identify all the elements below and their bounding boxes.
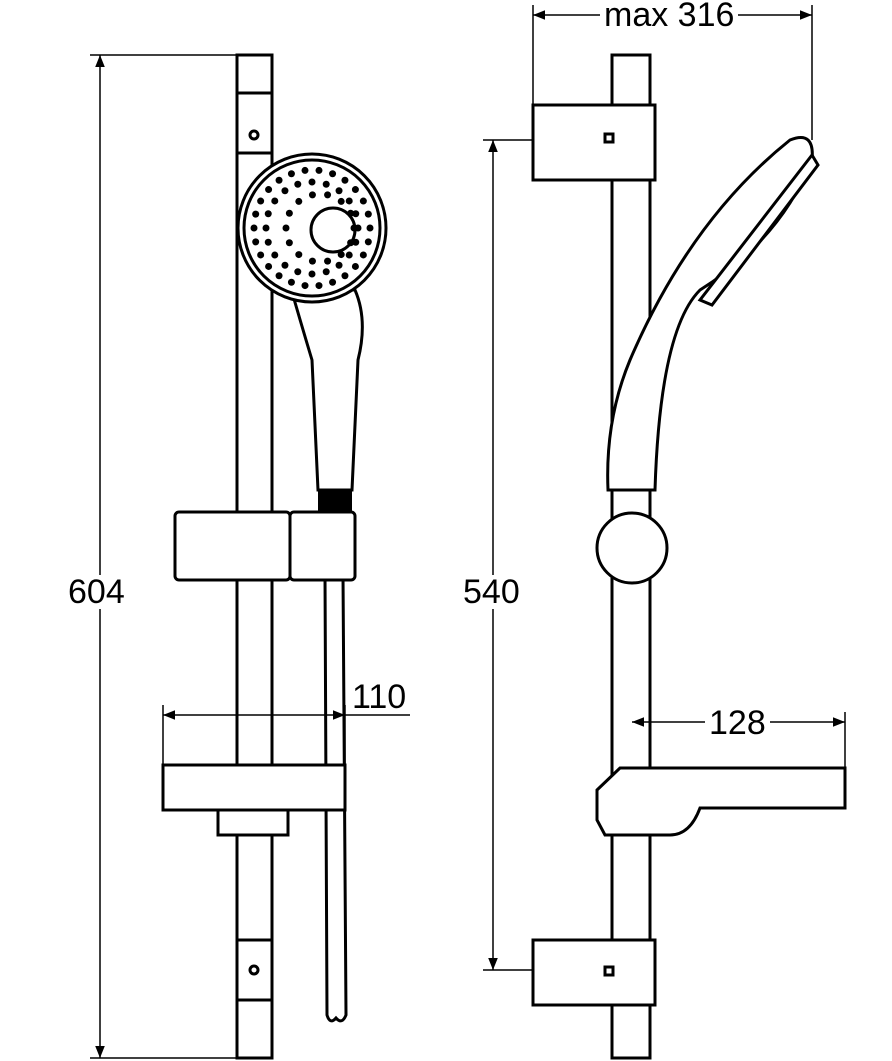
nozzle-dot bbox=[341, 272, 349, 280]
nozzle-dot bbox=[352, 210, 360, 218]
nozzle-dot bbox=[282, 224, 290, 232]
front-view bbox=[90, 53, 410, 1060]
nozzle-dot bbox=[308, 178, 316, 186]
nozzle-dot bbox=[264, 210, 272, 218]
nozzle-dot bbox=[341, 176, 349, 184]
nozzle-dot bbox=[308, 270, 316, 278]
nozzle-dot bbox=[337, 251, 345, 259]
slider-side bbox=[595, 511, 669, 585]
nozzle-dot bbox=[295, 197, 303, 205]
nozzle-dot bbox=[287, 278, 295, 286]
nozzle-dot bbox=[265, 186, 273, 194]
nozzle-dot bbox=[265, 262, 273, 270]
nozzle-dot bbox=[322, 268, 330, 276]
nozzle-dot bbox=[308, 257, 316, 265]
nozzle-dot bbox=[301, 282, 309, 290]
soap-tray-side bbox=[595, 766, 847, 837]
slider bbox=[173, 510, 292, 582]
nozzle-dot bbox=[308, 191, 316, 199]
nozzle-dot bbox=[285, 239, 293, 247]
soap-tray bbox=[161, 763, 347, 812]
nozzle-dot bbox=[315, 166, 323, 174]
nozzle-dot bbox=[335, 187, 343, 195]
nozzle-dot bbox=[252, 210, 260, 218]
nozzle-dot bbox=[262, 224, 270, 232]
nozzle-dot bbox=[250, 224, 258, 232]
top-bracket bbox=[235, 91, 274, 155]
nozzle-dot bbox=[257, 197, 265, 205]
nozzle-dot bbox=[271, 251, 279, 259]
nozzle-dot bbox=[301, 166, 309, 174]
nozzle-dot bbox=[271, 197, 279, 205]
nozzle-dot bbox=[329, 170, 337, 178]
nozzle-dot bbox=[329, 278, 337, 286]
dimension-540: 540 bbox=[463, 573, 520, 611]
nozzle-dot bbox=[252, 238, 260, 246]
nozzle-dot bbox=[264, 238, 272, 246]
side-view bbox=[483, 5, 847, 1060]
nozzle-dot bbox=[364, 210, 372, 218]
nozzle-dot bbox=[315, 282, 323, 290]
nozzle-dot bbox=[337, 197, 345, 205]
nozzle-dot bbox=[364, 238, 372, 246]
nozzle-dot bbox=[285, 209, 293, 217]
nozzle-dot bbox=[351, 186, 359, 194]
bottom-bracket-side bbox=[531, 938, 657, 1007]
nozzle-dot bbox=[281, 261, 289, 269]
nozzle-dot bbox=[295, 251, 303, 259]
nozzle-dot bbox=[354, 224, 362, 232]
nozzle-dot bbox=[359, 251, 367, 259]
nozzle-dot bbox=[287, 170, 295, 178]
nozzle-dot bbox=[352, 238, 360, 246]
nozzle-dot bbox=[275, 272, 283, 280]
dimension-128: 128 bbox=[705, 706, 770, 740]
nozzle-dot bbox=[345, 197, 353, 205]
nozzle-dot bbox=[275, 176, 283, 184]
nozzle-dot bbox=[347, 239, 355, 247]
handshower-handle bbox=[287, 283, 364, 492]
nozzle-dot bbox=[257, 251, 265, 259]
nozzle-dot bbox=[324, 191, 332, 199]
nozzle-dot bbox=[351, 262, 359, 270]
nozzle-dot bbox=[345, 251, 353, 259]
nozzle-dot bbox=[366, 224, 374, 232]
dimension-max-316: max 316 bbox=[600, 0, 739, 32]
nozzle-dot bbox=[324, 257, 332, 265]
nozzle-dot bbox=[347, 209, 355, 217]
nozzle-dot bbox=[281, 187, 289, 195]
nozzle-dot bbox=[294, 180, 302, 188]
top-bracket-side bbox=[531, 103, 657, 182]
nozzle-dot bbox=[322, 180, 330, 188]
nozzle-dot bbox=[335, 261, 343, 269]
dimension-110: 110 bbox=[352, 678, 407, 716]
dimension-604: 604 bbox=[68, 573, 125, 611]
nozzle-dot bbox=[359, 197, 367, 205]
nozzle-dot bbox=[294, 268, 302, 276]
